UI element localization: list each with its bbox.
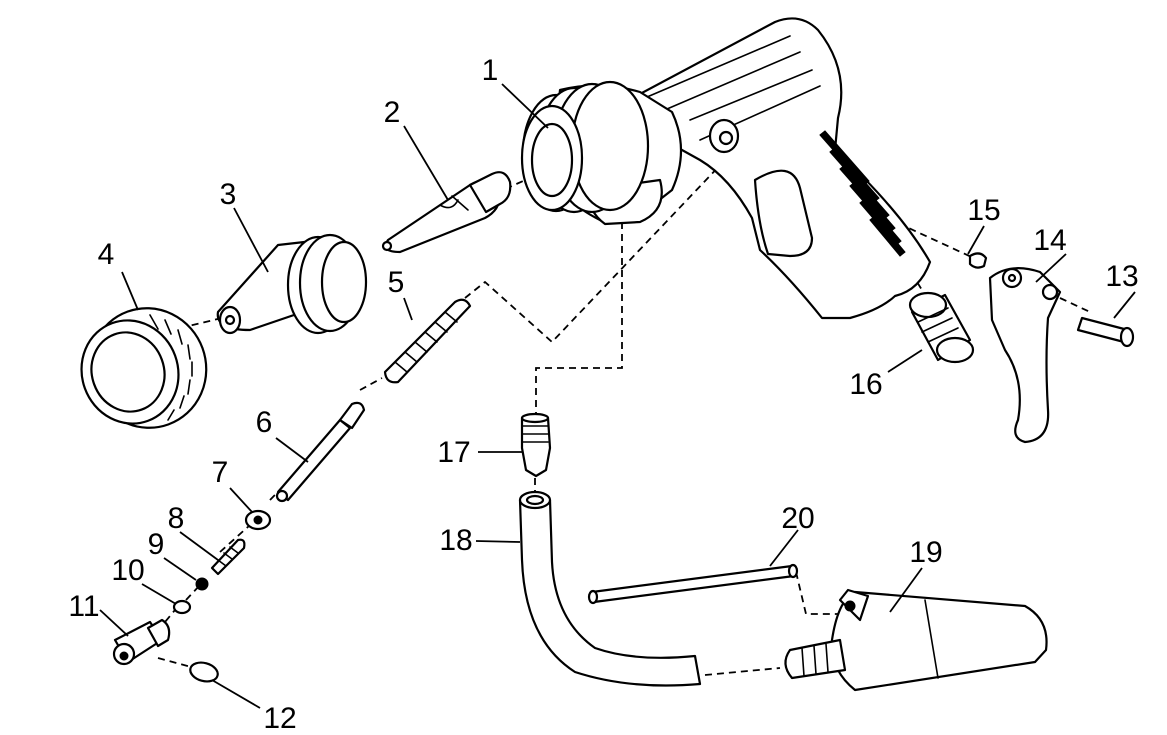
leader-lines — [99, 83, 1136, 709]
callout-17: 17 — [437, 436, 470, 469]
rod — [587, 563, 799, 605]
o-ring — [189, 661, 219, 683]
gun-body — [520, 17, 932, 320]
callout-16: 16 — [849, 368, 882, 401]
callout-19: 19 — [909, 536, 942, 569]
air-valve — [908, 291, 975, 364]
siphon-handle — [784, 588, 1048, 692]
air-cap — [216, 233, 368, 335]
needle — [275, 401, 366, 503]
small-spring — [210, 538, 246, 576]
nozzle — [381, 171, 512, 254]
callout-18: 18 — [439, 524, 472, 557]
callout-14: 14 — [1033, 224, 1066, 257]
callout-8: 8 — [168, 502, 185, 535]
valve-fitting — [112, 618, 171, 666]
spring — [383, 298, 472, 384]
callout-4: 4 — [98, 238, 115, 271]
clip — [968, 252, 988, 269]
trigger — [988, 267, 1062, 444]
callout-5: 5 — [388, 266, 405, 299]
pivot-pin — [1076, 316, 1135, 348]
ball — [195, 577, 209, 591]
retaining-ring — [80, 307, 208, 429]
hose-fitting — [520, 412, 552, 478]
callout-9: 9 — [148, 528, 165, 561]
callout-20: 20 — [781, 502, 814, 535]
callout-3: 3 — [220, 178, 237, 211]
callout-numbers: 1 2 3 4 5 6 7 8 9 10 11 12 13 14 15 16 1… — [68, 54, 1138, 735]
callout-7: 7 — [212, 456, 229, 489]
siphon-hose — [518, 490, 702, 687]
callout-2: 2 — [384, 96, 401, 129]
callout-10: 10 — [111, 554, 144, 587]
callout-12: 12 — [263, 702, 296, 735]
callout-1: 1 — [482, 54, 499, 87]
packing-washer — [244, 509, 272, 531]
small-washer — [172, 599, 192, 615]
callout-15: 15 — [967, 194, 1000, 227]
callout-13: 13 — [1105, 260, 1138, 293]
callout-6: 6 — [256, 406, 273, 439]
callout-11: 11 — [68, 590, 99, 623]
